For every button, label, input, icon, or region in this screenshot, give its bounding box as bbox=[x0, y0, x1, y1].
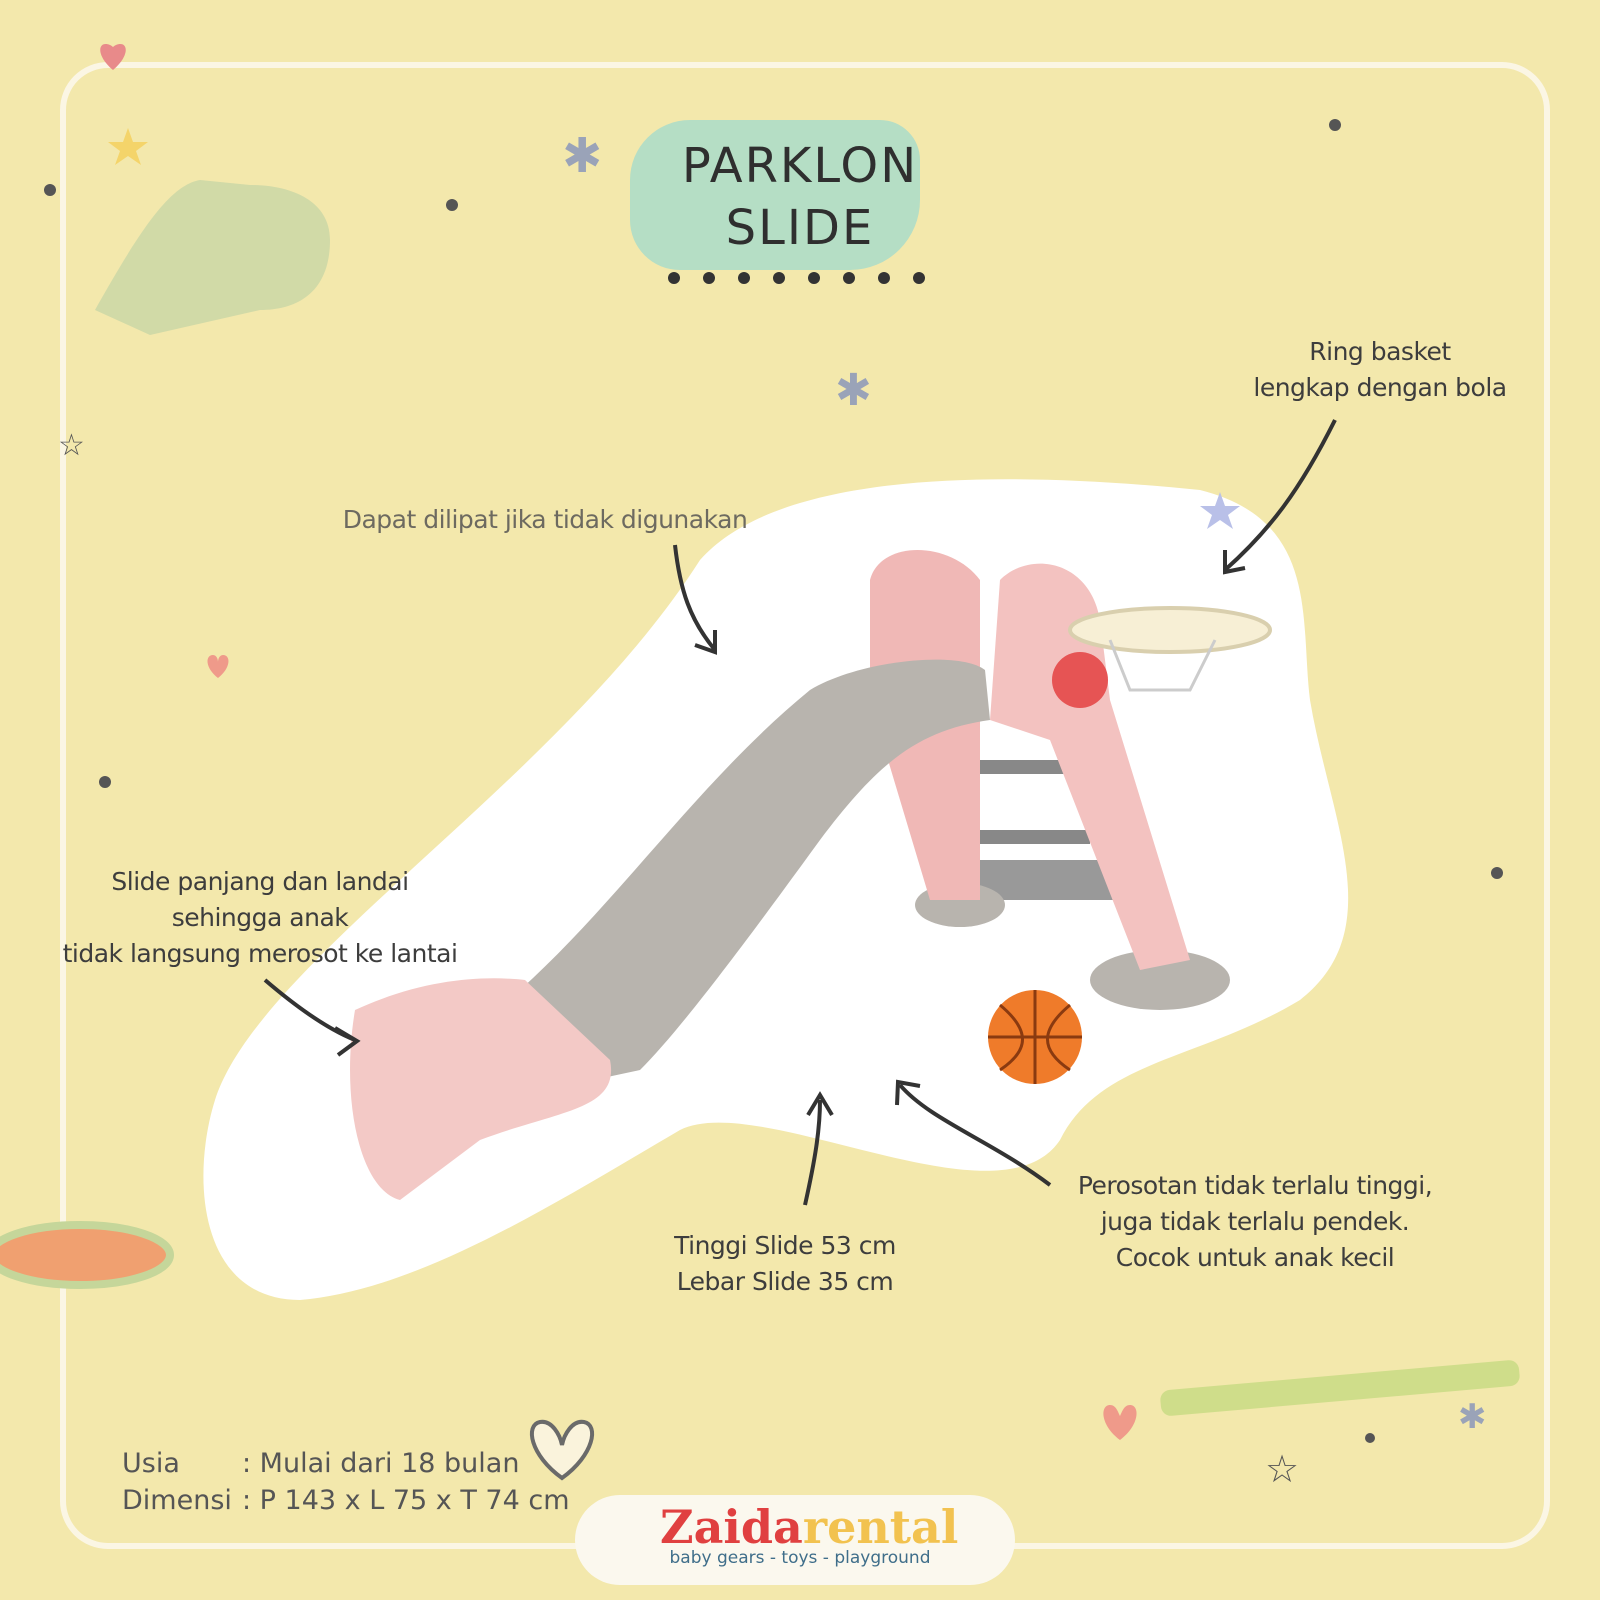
title-line-1: PARKLON bbox=[681, 138, 919, 194]
callout-line: juga tidak terlalu pendek. bbox=[1100, 1207, 1410, 1236]
logo-tagline: baby gears - toys - playground bbox=[669, 1548, 931, 1568]
spec-age: Usia : Mulai dari 18 bulan bbox=[122, 1445, 570, 1482]
star-icon bbox=[1200, 492, 1240, 529]
callout-line: sehingga anak bbox=[171, 903, 349, 932]
title-line-2: SLIDE bbox=[725, 200, 875, 256]
callout-slide-size: Tinggi Slide 53 cm Lebar Slide 35 cm bbox=[640, 1228, 930, 1300]
logo-part-2: rental bbox=[802, 1500, 959, 1554]
svg-text:✱: ✱ bbox=[562, 128, 602, 184]
arrows bbox=[263, 419, 1337, 1206]
title-dots bbox=[668, 272, 925, 284]
callout-line: Cocok untuk anak kecil bbox=[1115, 1243, 1395, 1272]
spec-value: : Mulai dari 18 bulan bbox=[242, 1448, 520, 1479]
svg-text:✱: ✱ bbox=[1458, 1397, 1487, 1437]
star-icon bbox=[108, 128, 148, 165]
logo-part-1: Zaida bbox=[660, 1500, 803, 1554]
heart-icon bbox=[100, 44, 126, 70]
callout-line: Perosotan tidak terlalu tinggi, bbox=[1077, 1171, 1433, 1200]
callout-line: Tinggi Slide 53 cm bbox=[674, 1231, 896, 1260]
svg-text:☆: ☆ bbox=[58, 428, 85, 463]
heart-icon bbox=[1103, 1405, 1137, 1440]
basketball-icon bbox=[988, 990, 1082, 1084]
svg-text:☆: ☆ bbox=[1265, 1447, 1299, 1491]
spec-value: : P 143 x L 75 x T 74 cm bbox=[242, 1485, 570, 1516]
elephant-slide-illustration bbox=[95, 180, 330, 335]
decorations: ✱ ✱ ✱ ☆ ☆ bbox=[0, 44, 1520, 1491]
callout-foldable: Dapat dilipat jika tidak digunakan bbox=[342, 505, 748, 534]
spec-dimension: Dimensi : P 143 x L 75 x T 74 cm bbox=[122, 1482, 570, 1519]
seesaw-illustration bbox=[1160, 1360, 1520, 1416]
slide-product bbox=[350, 550, 1272, 1200]
callout-line: Slide panjang dan landai bbox=[111, 867, 409, 896]
svg-text:✱: ✱ bbox=[835, 365, 872, 416]
page-title: PARKLON SLIDE bbox=[640, 135, 960, 259]
spec-label: Usia bbox=[122, 1448, 180, 1479]
heart-outline-icon bbox=[530, 1419, 594, 1481]
callout-line: Ring basket bbox=[1309, 337, 1451, 366]
callout-ring-basket: Ring basket lengkap dengan bola bbox=[1230, 334, 1530, 406]
callout-line: Lebar Slide 35 cm bbox=[676, 1267, 894, 1296]
callout-slide-length: Slide panjang dan landai sehingga anak t… bbox=[55, 864, 465, 972]
callout-height: Perosotan tidak terlalu tinggi, juga tid… bbox=[1050, 1168, 1460, 1276]
callout-line: tidak langsung merosot ke lantai bbox=[62, 939, 458, 968]
logo-background bbox=[575, 1495, 1015, 1585]
heart-icon bbox=[207, 655, 229, 678]
trampoline-illustration bbox=[0, 1221, 174, 1289]
title-brush bbox=[630, 120, 920, 270]
spec-label: Dimensi bbox=[122, 1485, 232, 1516]
callout-line: lengkap dengan bola bbox=[1253, 373, 1507, 402]
spec-list: Usia : Mulai dari 18 bulan Dimensi : P 143… bbox=[122, 1445, 570, 1519]
brand-logo: Zaidarental baby gears - toys - playgrou… bbox=[660, 1500, 958, 1568]
